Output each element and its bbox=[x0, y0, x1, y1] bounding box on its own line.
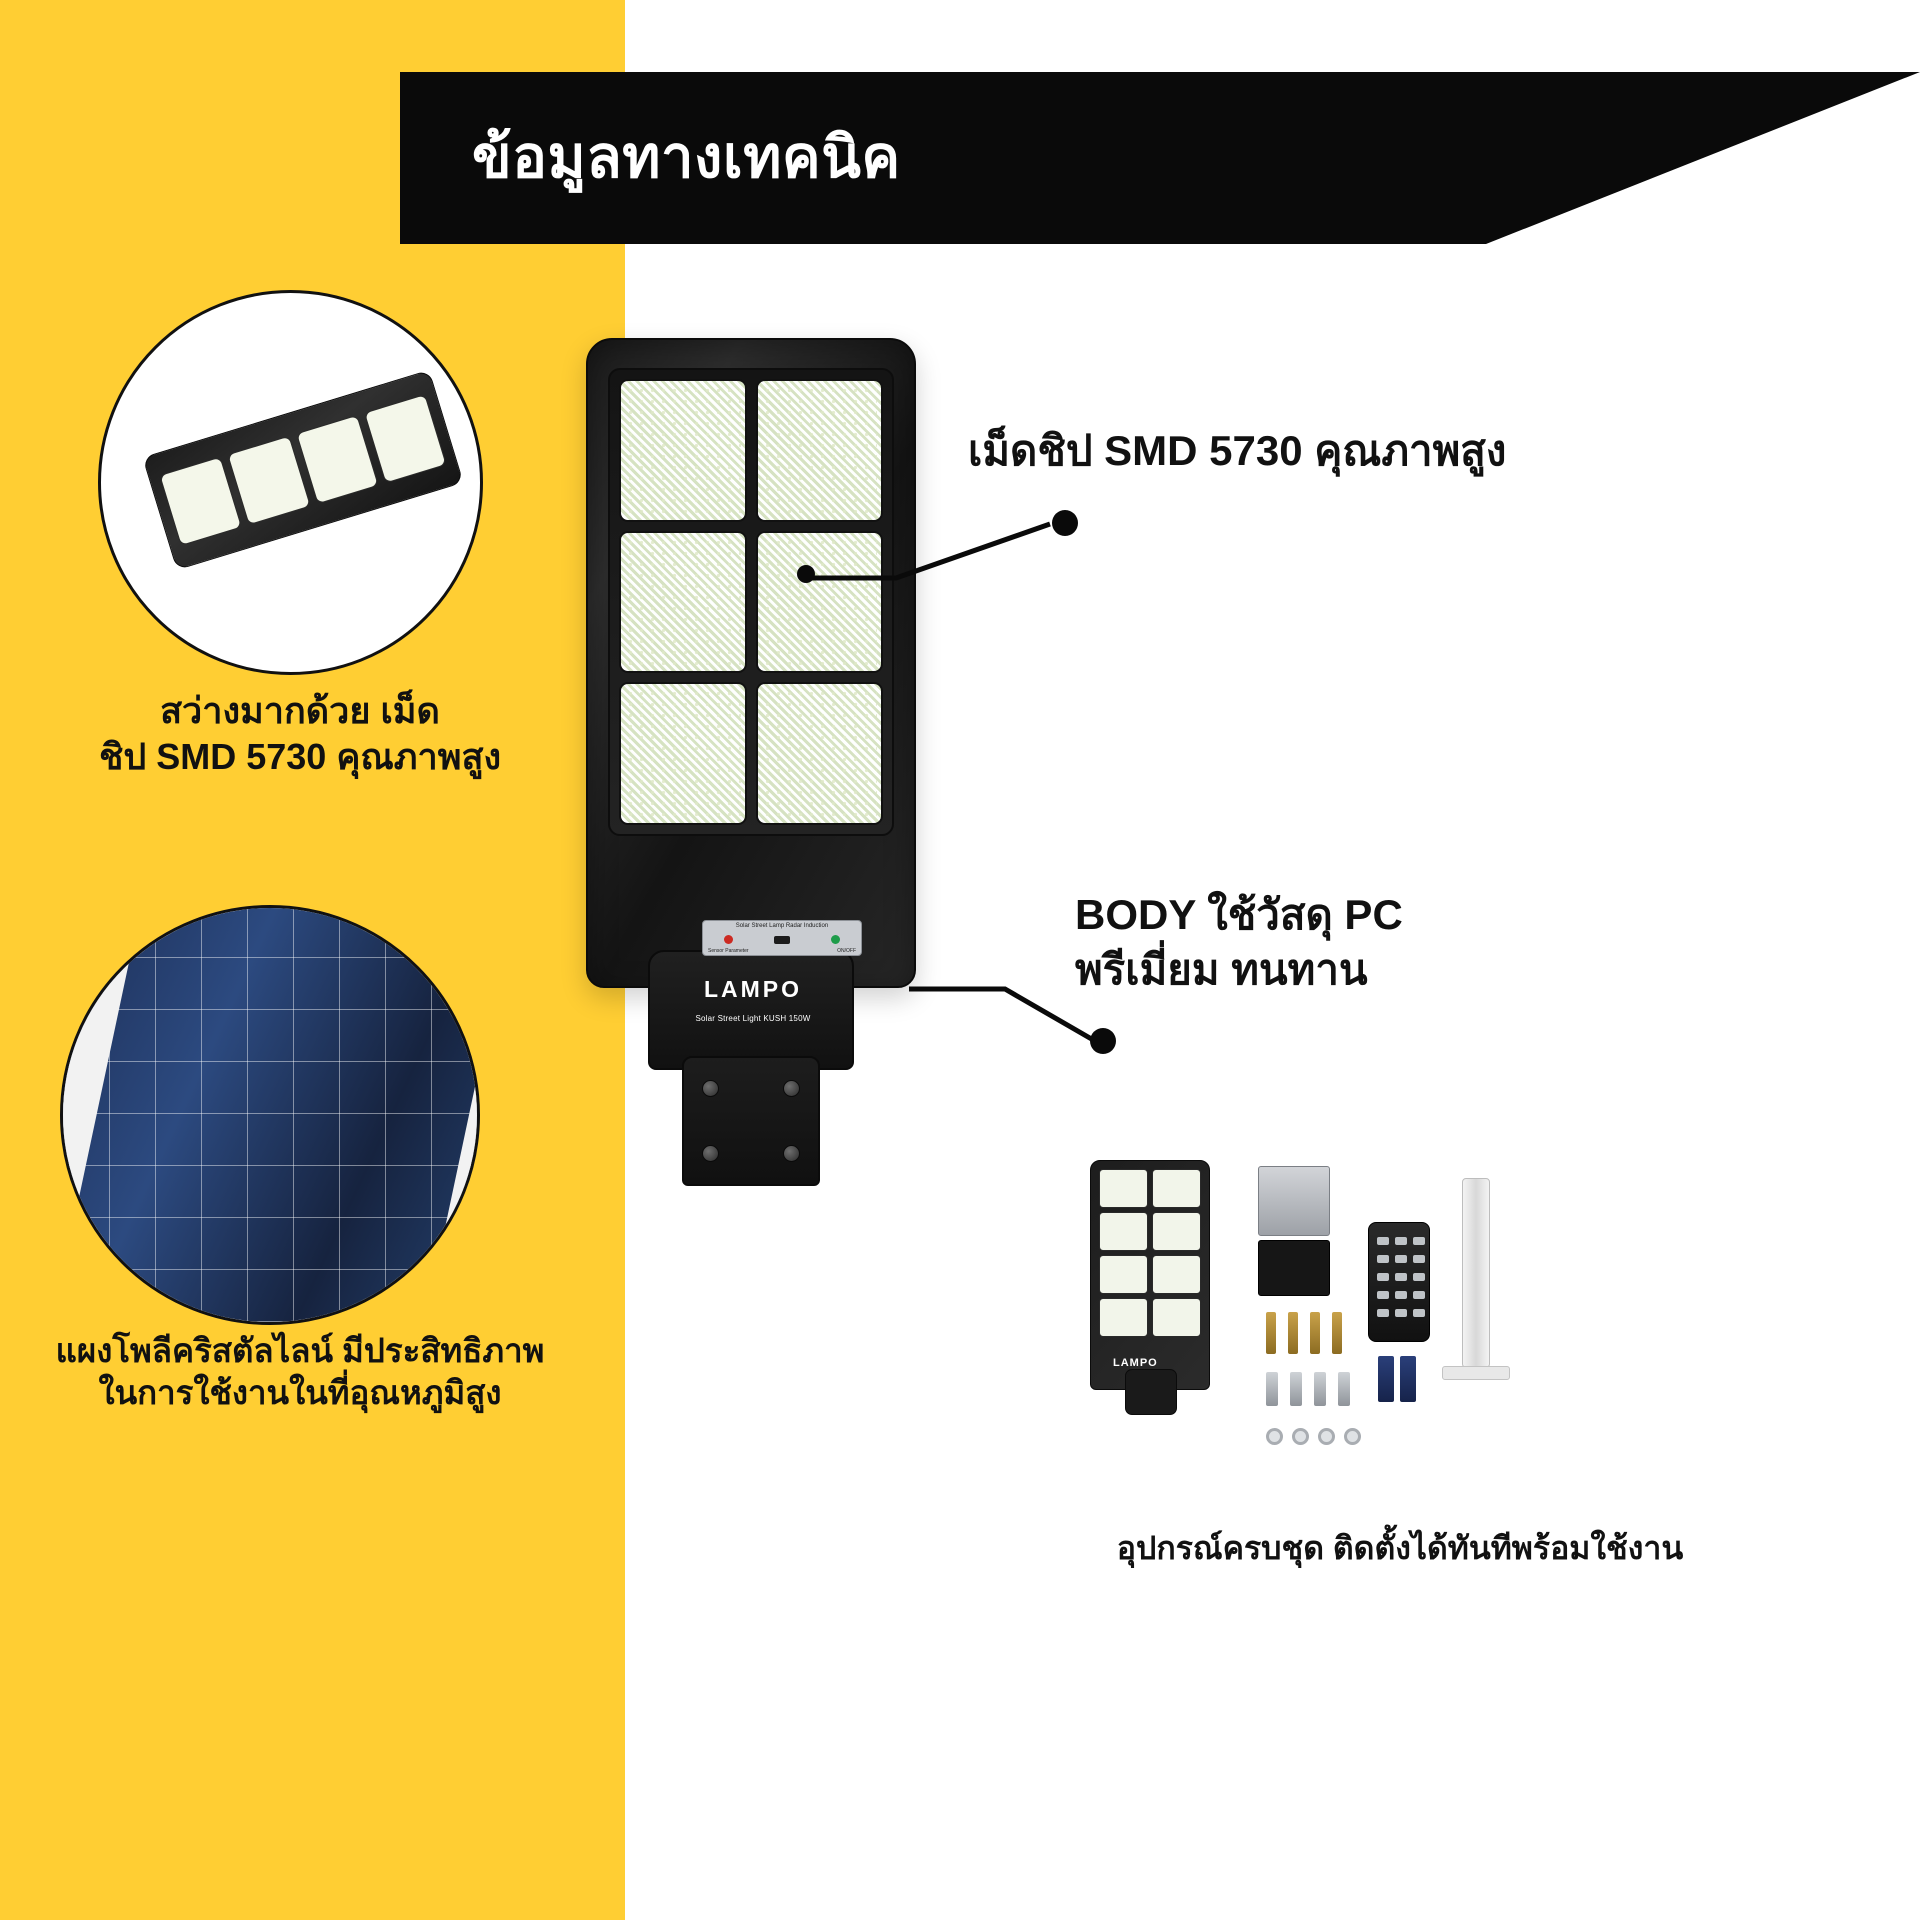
led-cell bbox=[227, 435, 311, 526]
kit-led-cell bbox=[1152, 1298, 1201, 1337]
remote-button bbox=[1413, 1255, 1425, 1263]
feature-label-body-line-2: พรีเมี่ยม ทนทาน bbox=[1075, 945, 1368, 993]
solar-panel-photo bbox=[60, 905, 480, 1325]
accessory-kit-illustration: LAMPO bbox=[1090, 1160, 1610, 1490]
leader-anchor-chip bbox=[797, 565, 815, 583]
kit-led-cell bbox=[1152, 1255, 1201, 1294]
mount-bolt bbox=[783, 1145, 800, 1162]
feature-label-chip: เม็ดชิป SMD 5730 คุณภาพสูง bbox=[968, 427, 1507, 474]
brand-name: LAMPO bbox=[703, 976, 803, 1002]
main-product-illustration: Solar Street Lamp Radar Induction Sensor… bbox=[586, 338, 916, 1186]
kit-led-cell bbox=[1099, 1212, 1148, 1251]
remote-button bbox=[1413, 1291, 1425, 1299]
control-panel: Solar Street Lamp Radar Induction Sensor… bbox=[702, 920, 862, 956]
anchor-bolt bbox=[1290, 1372, 1302, 1406]
page-title: ข้อมูลทางเทคนิค bbox=[472, 125, 901, 190]
kit-led-cell bbox=[1099, 1298, 1148, 1337]
led-cell bbox=[295, 414, 379, 505]
kit-brand-name: LAMPO bbox=[1113, 1357, 1158, 1369]
remote-control bbox=[1368, 1222, 1430, 1342]
remote-button bbox=[1395, 1273, 1407, 1281]
solar-cells-illustration bbox=[63, 908, 477, 1322]
remote-button bbox=[1377, 1237, 1389, 1245]
mounting-bracket-metal bbox=[1258, 1166, 1330, 1236]
remote-button bbox=[1413, 1273, 1425, 1281]
remote-button bbox=[1413, 1309, 1425, 1317]
led-array bbox=[608, 368, 894, 836]
mount-bolt bbox=[783, 1080, 800, 1097]
led-panel bbox=[619, 379, 747, 522]
control-right-label: ON/OFF bbox=[837, 948, 856, 954]
led-panel bbox=[755, 530, 883, 674]
led-panel bbox=[619, 682, 747, 825]
caption-line-1: สว่างมากด้วย เม็ด bbox=[160, 690, 440, 731]
leader-line-body bbox=[909, 986, 1097, 1044]
mounting-tube-foot bbox=[1442, 1366, 1510, 1380]
control-indicators bbox=[703, 931, 861, 948]
expansion-screw bbox=[1266, 1312, 1276, 1354]
lamp-neck: Solar Street Lamp Radar Induction Sensor… bbox=[648, 920, 862, 1070]
remote-button bbox=[1395, 1291, 1407, 1299]
caption-line-2: ชิป SMD 5730 คุณภาพสูง bbox=[98, 736, 502, 778]
remote-button bbox=[1413, 1237, 1425, 1245]
expansion-screw bbox=[1310, 1312, 1320, 1354]
mount-bolt bbox=[702, 1080, 719, 1097]
washer bbox=[1344, 1428, 1361, 1445]
kit-lamp: LAMPO bbox=[1090, 1160, 1210, 1415]
led-cell bbox=[363, 393, 447, 484]
led-panel bbox=[755, 379, 883, 522]
expansion-screw bbox=[1288, 1312, 1298, 1354]
kit-lamp-foot bbox=[1125, 1369, 1177, 1415]
solar-panel-caption: แผงโพลีคริสตัลไลน์ มีประสิทธิภาพ ในการใช… bbox=[0, 1330, 600, 1414]
lamp-housing bbox=[586, 338, 916, 988]
anchor-bolt bbox=[1314, 1372, 1326, 1406]
led-panel bbox=[755, 682, 883, 825]
sensor-indicator-red bbox=[723, 935, 733, 944]
washer bbox=[1292, 1428, 1309, 1445]
feature-label-body: BODY ใช้วัสดุ PC พรีเมี่ยม ทนทาน bbox=[1075, 888, 1403, 997]
remote-button bbox=[1377, 1273, 1389, 1281]
mounting-bracket-black bbox=[1258, 1240, 1330, 1296]
leader-dot-body bbox=[1090, 1028, 1116, 1054]
expansion-screw bbox=[1332, 1312, 1342, 1354]
kit-caption: อุปกรณ์ครบชุด ติดตั้งได้ทันทีพร้อมใช้งาน bbox=[1116, 1530, 1684, 1566]
power-indicator-green bbox=[831, 935, 841, 944]
kit-led-cell bbox=[1099, 1169, 1148, 1208]
sensor-switch-dark bbox=[773, 935, 790, 944]
leader-line-chip bbox=[808, 521, 1051, 581]
anchor-bolt bbox=[1338, 1372, 1350, 1406]
mount-bolt bbox=[702, 1145, 719, 1162]
washer bbox=[1318, 1428, 1335, 1445]
kit-led-cell bbox=[1099, 1255, 1148, 1294]
remote-button bbox=[1377, 1255, 1389, 1263]
feature-label-body-line-1: BODY ใช้วัสดุ PC bbox=[1075, 891, 1403, 938]
kit-led-cell bbox=[1152, 1169, 1201, 1208]
remote-button bbox=[1377, 1309, 1389, 1317]
washer bbox=[1266, 1428, 1283, 1445]
model-line: Solar Street Light KUSH 150W bbox=[695, 1014, 811, 1023]
mounting-tube bbox=[1462, 1178, 1490, 1368]
remote-button bbox=[1395, 1255, 1407, 1263]
remote-button bbox=[1395, 1309, 1407, 1317]
led-cell bbox=[159, 456, 243, 547]
anchor-bolt bbox=[1266, 1372, 1278, 1406]
control-left-label: Sensor Parameter bbox=[708, 948, 749, 954]
led-closeup-caption: สว่างมากด้วย เม็ด ชิป SMD 5730 คุณภาพสูง bbox=[20, 688, 580, 780]
led-panel bbox=[619, 530, 747, 674]
header-banner: ข้อมูลทางเทคนิค bbox=[400, 72, 1920, 244]
remote-button bbox=[1377, 1291, 1389, 1299]
battery bbox=[1378, 1356, 1394, 1402]
battery bbox=[1400, 1356, 1416, 1402]
kit-led-cell bbox=[1152, 1212, 1201, 1251]
control-panel-title: Solar Street Lamp Radar Induction bbox=[735, 923, 829, 929]
led-module-illustration bbox=[142, 369, 464, 571]
leader-dot-chip bbox=[1052, 510, 1078, 536]
caption-line-2: ในการใช้งานในที่อุณหภูมิสูง bbox=[98, 1374, 502, 1412]
caption-line-1: แผงโพลีคริสตัลไลน์ มีประสิทธิภาพ bbox=[55, 1332, 545, 1369]
mounting-pole bbox=[682, 1056, 820, 1186]
led-closeup-photo bbox=[98, 290, 483, 675]
remote-button bbox=[1395, 1237, 1407, 1245]
brand-plate: LAMPO Solar Street Light KUSH 150W bbox=[680, 974, 826, 1023]
